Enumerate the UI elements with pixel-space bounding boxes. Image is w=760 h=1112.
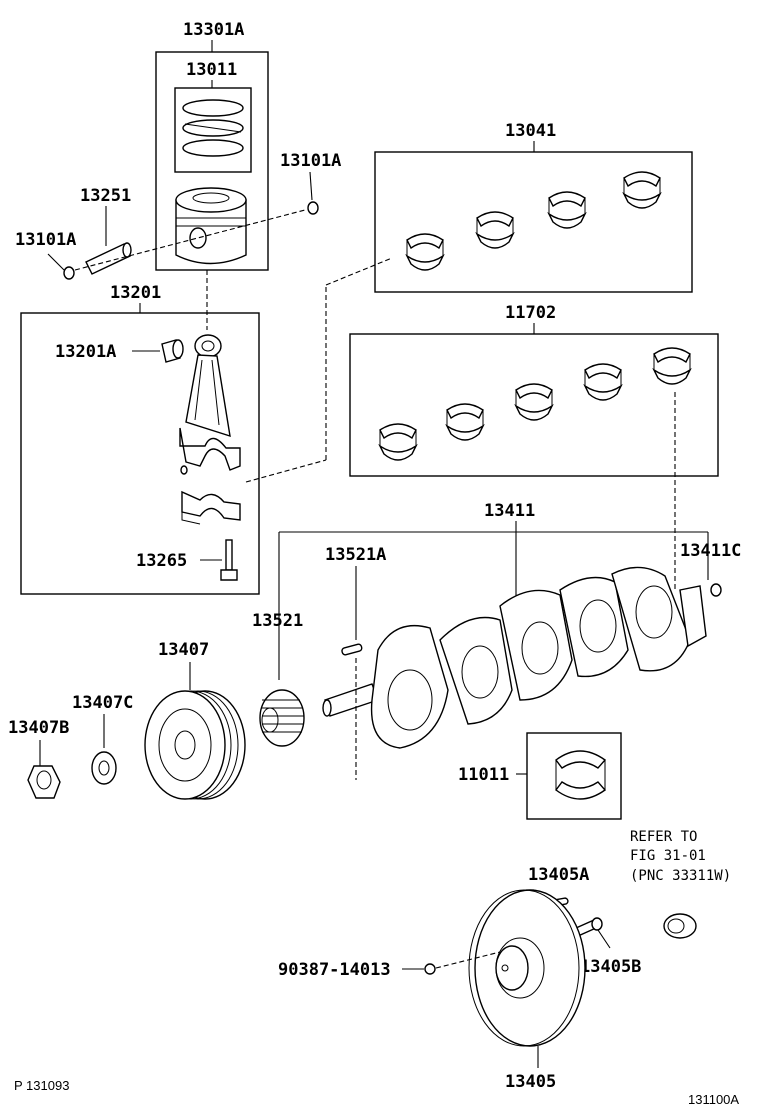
rod-bolt-icon bbox=[220, 539, 238, 581]
flywheel-icon bbox=[468, 889, 586, 1047]
piston-ring-box bbox=[174, 87, 252, 173]
label-13405[interactable]: 13405 bbox=[505, 1072, 556, 1092]
piston-rings-icon bbox=[182, 99, 244, 157]
label-13301A[interactable]: 13301A bbox=[183, 20, 244, 40]
refer-note-line2[interactable]: FIG 31-01 bbox=[630, 848, 706, 864]
rod-bearing-icons bbox=[405, 171, 662, 271]
crankshaft-group: 13411 13411C 13521A bbox=[278, 501, 741, 780]
piston-group: 13301A 13011 13251 bbox=[15, 20, 341, 330]
crank-gear-icon bbox=[259, 689, 305, 747]
label-13411[interactable]: 13411 bbox=[484, 501, 535, 521]
refer-note-line3[interactable]: (PNC 33311W) bbox=[630, 868, 731, 884]
rod-bearing-group: 13041 bbox=[374, 121, 693, 293]
piston-set-box bbox=[155, 51, 269, 271]
washer-icon bbox=[91, 751, 117, 785]
nut-icon bbox=[27, 765, 61, 799]
label-13101A-right[interactable]: 13101A bbox=[280, 151, 341, 171]
label-13265[interactable]: 13265 bbox=[136, 551, 187, 571]
rod-bearing-box bbox=[374, 151, 693, 293]
crank-pulley-icon bbox=[144, 690, 246, 800]
crankshaft-icon bbox=[322, 566, 707, 749]
label-13411C[interactable]: 13411C bbox=[680, 541, 741, 561]
oil-seal-icon bbox=[663, 913, 697, 939]
label-13521[interactable]: 13521 bbox=[252, 611, 303, 631]
crankshaft-pin-icon bbox=[710, 583, 722, 597]
footer-left-code: P 131093 bbox=[14, 1078, 69, 1093]
connecting-rod-icon bbox=[179, 334, 241, 471]
piston-pin-icon bbox=[85, 242, 132, 275]
label-11011[interactable]: 11011 bbox=[458, 765, 509, 785]
label-13041[interactable]: 13041 bbox=[505, 121, 556, 141]
label-13251[interactable]: 13251 bbox=[80, 186, 131, 206]
label-13405A[interactable]: 13405A bbox=[528, 865, 589, 885]
rod-cap-icon bbox=[180, 465, 241, 525]
label-13407C[interactable]: 13407C bbox=[72, 693, 133, 713]
label-13201A[interactable]: 13201A bbox=[55, 342, 116, 362]
connecting-rod-box bbox=[20, 312, 260, 595]
label-13201[interactable]: 13201 bbox=[110, 283, 161, 303]
label-13407B[interactable]: 13407B bbox=[8, 718, 69, 738]
key-icon bbox=[341, 643, 363, 656]
label-90387-14013[interactable]: 90387-14013 bbox=[278, 960, 391, 980]
thrust-washer-box bbox=[526, 732, 622, 820]
snap-ring-right-icon bbox=[307, 201, 319, 215]
footer-right-code: 131100A bbox=[688, 1092, 739, 1107]
main-bearing-icons bbox=[378, 347, 692, 461]
bearing-plug-icon bbox=[424, 963, 436, 975]
flywheel-group: REFER TO FIG 31-01 (PNC 33311W) 13405A 1… bbox=[278, 829, 731, 1092]
main-bearing-box bbox=[349, 333, 719, 477]
piston-icon bbox=[175, 187, 247, 265]
thrust-washer-icon bbox=[555, 750, 607, 800]
label-13101A-left[interactable]: 13101A bbox=[15, 230, 76, 250]
main-bearing-group: 11702 bbox=[349, 303, 719, 590]
thrust-washer-group: 11011 bbox=[458, 732, 622, 820]
label-13407[interactable]: 13407 bbox=[158, 640, 209, 660]
snap-ring-left-icon bbox=[63, 266, 75, 280]
label-11702[interactable]: 11702 bbox=[505, 303, 556, 323]
flywheel-bolt-icon bbox=[575, 917, 603, 937]
pulley-group: 13521 13407 13407C 13407B bbox=[8, 611, 305, 800]
connecting-rod-group: 13201 13201A 13265 bbox=[20, 257, 393, 595]
label-13405B[interactable]: 13405B bbox=[580, 957, 641, 977]
bushing-icon bbox=[161, 339, 184, 363]
label-13011[interactable]: 13011 bbox=[186, 60, 237, 80]
label-13521A[interactable]: 13521A bbox=[325, 545, 386, 565]
refer-note-line1[interactable]: REFER TO bbox=[630, 829, 697, 845]
